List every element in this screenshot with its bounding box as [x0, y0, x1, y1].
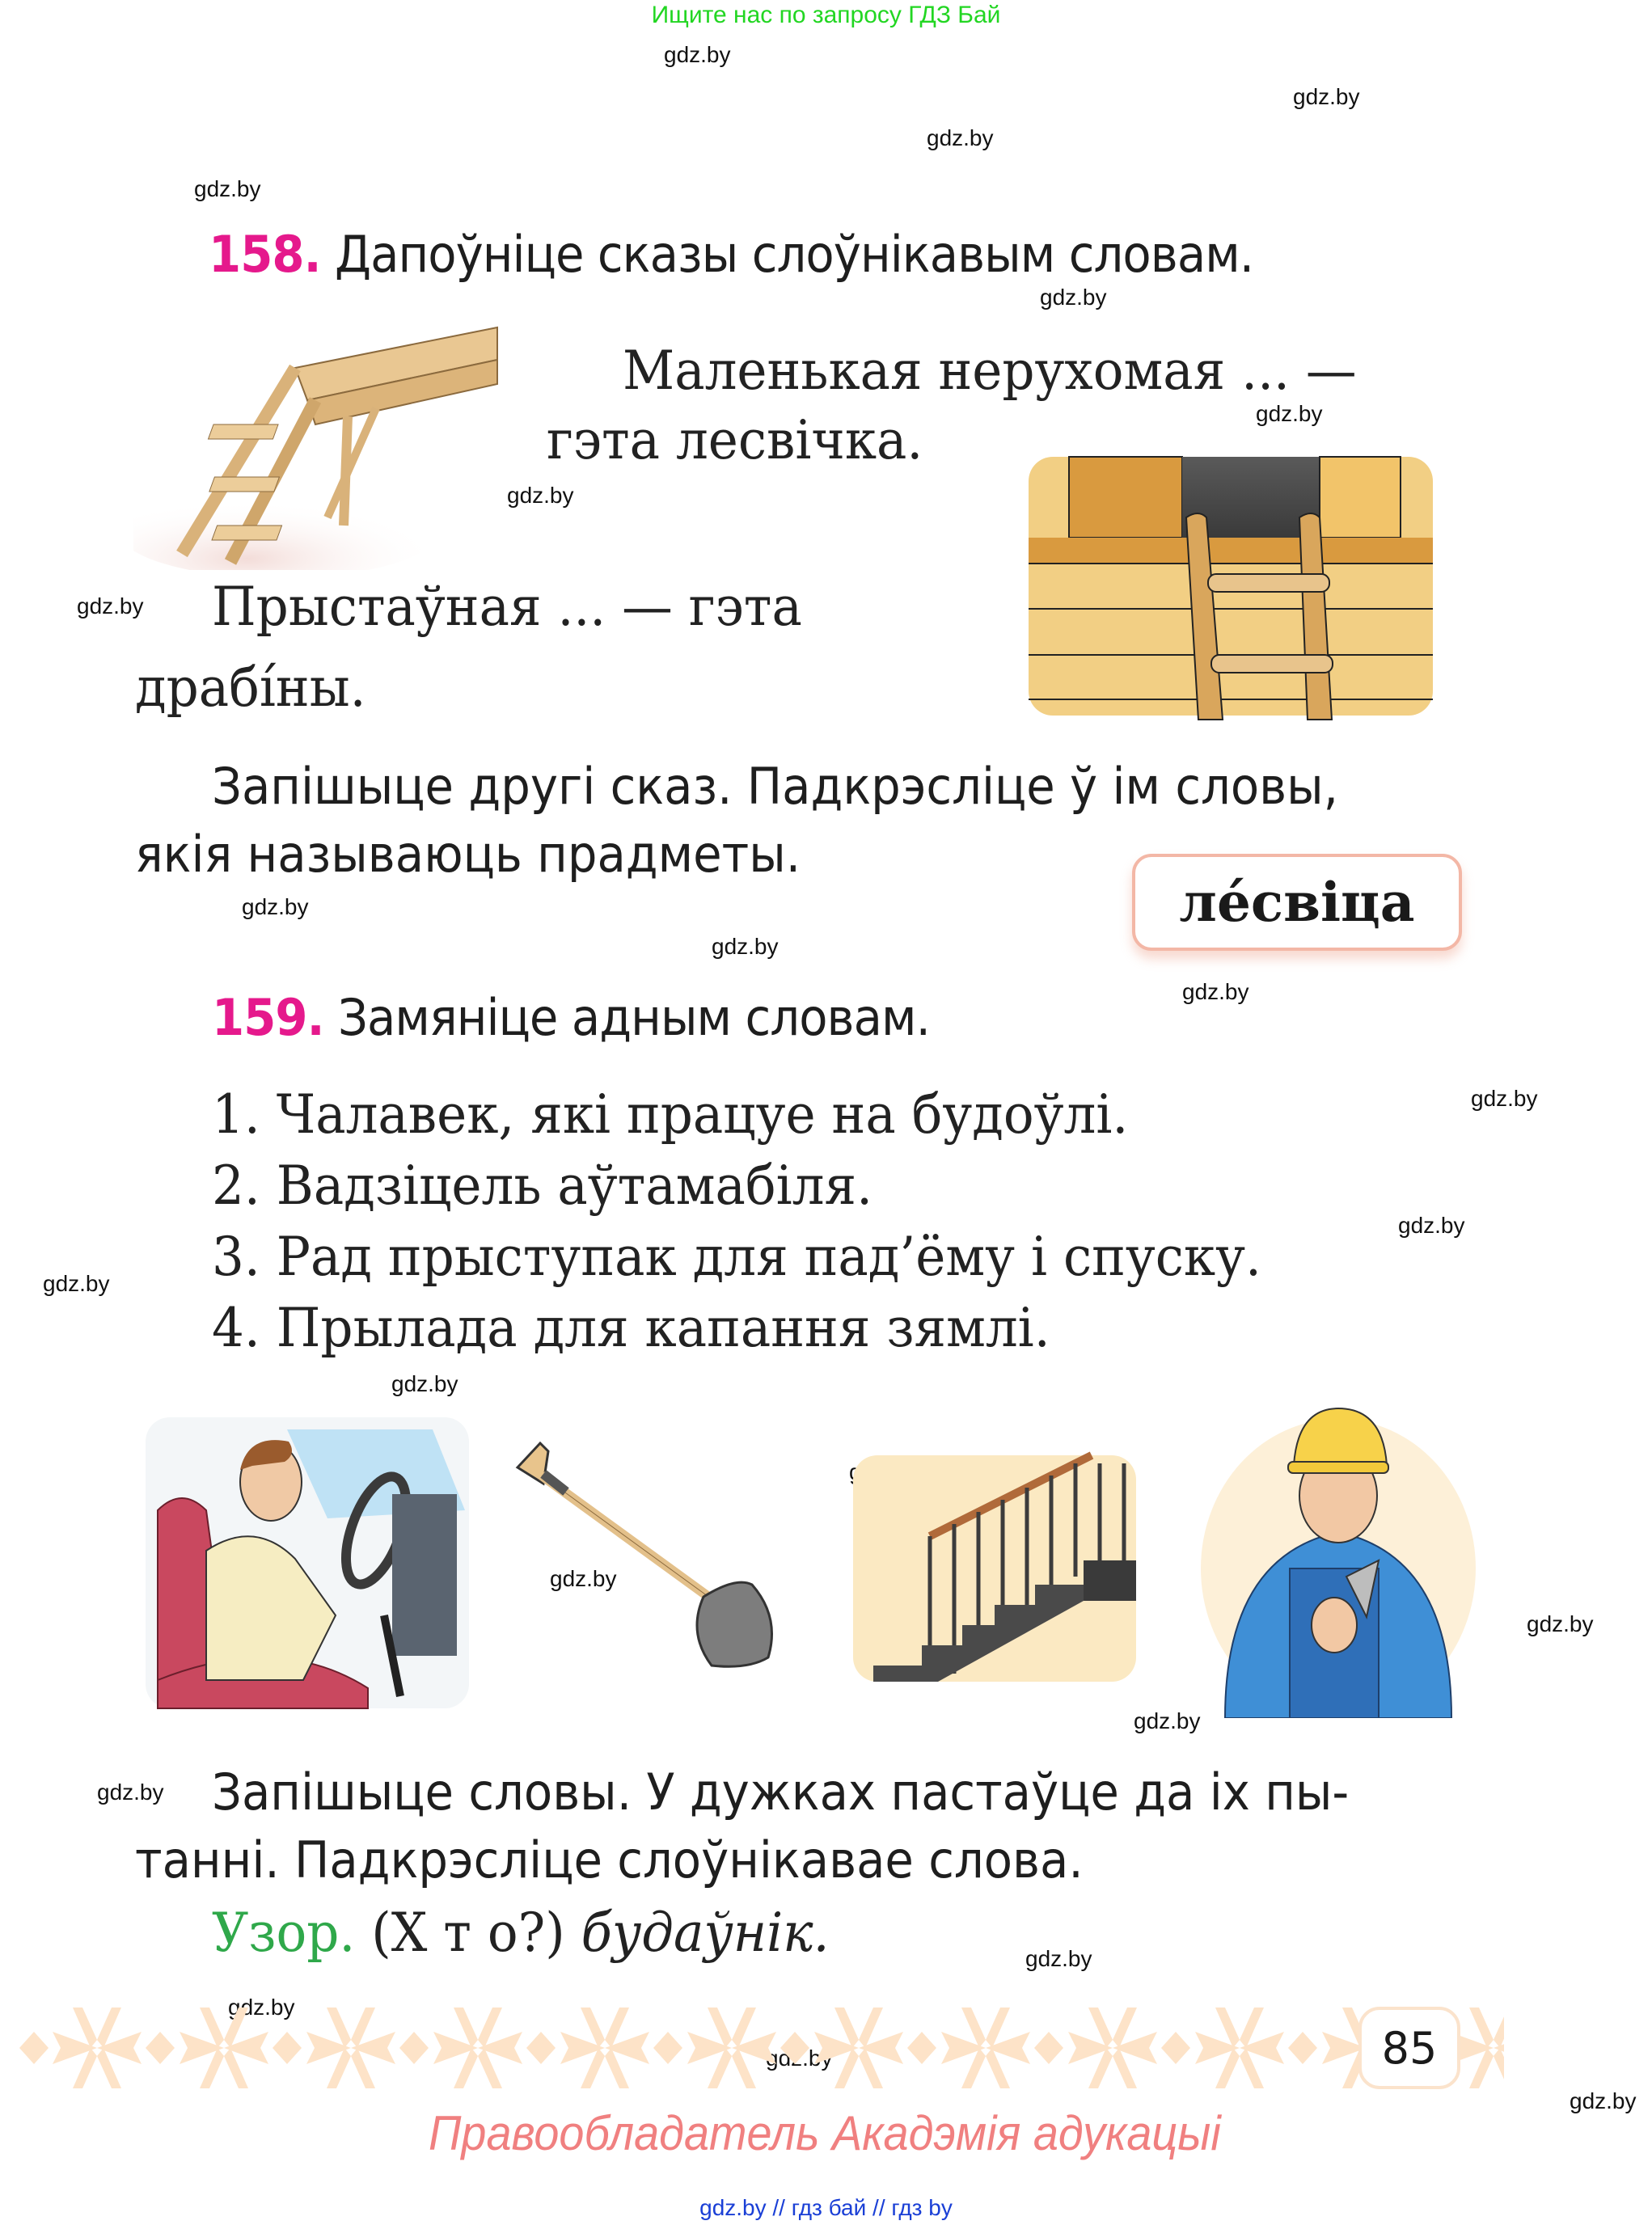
watermark-text: gdz.by [1471, 1086, 1538, 1111]
task-158-instruction-line-2: якія называюць прадметы. [135, 825, 801, 884]
task-159-instruction-line-1: Запішыце словы. У дужках пастаўце да іх … [212, 1763, 1350, 1822]
watermark-text: gdz.by [1134, 1708, 1201, 1733]
folk-ornament-border [0, 2003, 1504, 2092]
watermark-text: gdz.by [712, 934, 779, 959]
list-item-3: 3. Рад прыступак для пад’ёму і спуску. [212, 1226, 1261, 1288]
list-item-1: 1. Чалавек, які працуе на будоўлі. [212, 1083, 1129, 1146]
watermark-text: gdz.by [1182, 979, 1249, 1004]
watermark-text: gdz.by [242, 894, 309, 919]
watermark-text: gdz.by [507, 483, 574, 508]
sentence-1-line-2: гэта лесвічка. [547, 409, 923, 471]
driver-illustration [142, 1413, 473, 1712]
sentence-2-line-2: драбі́ны. [135, 657, 366, 719]
stepladder-illustration [133, 311, 513, 570]
task-instruction: Дапоўніце сказы слоўнікавым словам. [334, 225, 1254, 284]
watermark-text: gdz.by [43, 1271, 110, 1296]
watermark-text: gdz.by [97, 1780, 164, 1805]
builder-illustration [1193, 1407, 1484, 1718]
sample-word: будаўнік. [581, 1902, 830, 1964]
ornament-star-icon [53, 2008, 142, 2088]
ornament-diamond-icon [1161, 2032, 1190, 2064]
watermark-text: gdz.by [77, 593, 144, 619]
watermark-text: gdz.by [1293, 84, 1360, 109]
vocabulary-word: ле́свіца [1179, 871, 1415, 934]
watermark-text: gdz.by [1025, 1946, 1092, 1971]
watermark-text: gdz.by [1040, 285, 1107, 310]
ornament-star-icon [560, 2008, 649, 2088]
ornament-star-icon [687, 2008, 776, 2088]
ornament-diamond-icon [146, 2032, 175, 2064]
ornament-diamond-icon [273, 2032, 302, 2064]
ornament-diamond-icon [1288, 2032, 1317, 2064]
rights-holder-text: Правообладатель Акадэмія адукацыі [429, 2106, 1221, 2160]
task-number: 158. [209, 225, 321, 284]
list-item-2: 2. Вадзіцель аўтамабіля. [212, 1155, 872, 1217]
watermark-text: gdz.by [1527, 1611, 1594, 1636]
ornament-diamond-icon [1034, 2032, 1063, 2064]
watermark-text: gdz.by [550, 1566, 617, 1591]
ornament-star-icon [941, 2008, 1030, 2088]
footer-links[interactable]: gdz.by // гдз бай // гдз by [699, 2195, 953, 2220]
ornament-diamond-icon [907, 2032, 936, 2064]
ornament-star-icon [1068, 2008, 1157, 2088]
sentence-1-line-1: Маленькая нерухомая ... — [623, 340, 1357, 402]
watermark-text: gdz.by [927, 125, 994, 150]
sample-label: Узор. [212, 1902, 356, 1964]
sentence-2-line-1: Прыстаўная ... — гэта [212, 576, 802, 638]
task-159-heading: 159. Замяніце адным словам. [212, 988, 931, 1047]
watermark-text: gdz.by [1570, 2088, 1637, 2113]
watermark-text: gdz.by [1398, 1213, 1465, 1238]
task-159-instruction-line-2: танні. Падкрэсліце слоўнікавае слова. [135, 1830, 1084, 1889]
top-banner: Ищите нас по запросу ГДЗ Бай [651, 2, 1001, 28]
shovel-illustration [493, 1435, 801, 1678]
watermark-text: gdz.by [1256, 401, 1323, 426]
ornament-diamond-icon [526, 2032, 556, 2064]
ornament-diamond-icon [653, 2032, 682, 2064]
page-number-badge: 85 [1358, 2007, 1460, 2089]
sample-answer: Узор. (Х т о?) будаўнік. [212, 1902, 830, 1964]
ornament-star-icon [433, 2008, 522, 2088]
vocabulary-word-card: ле́свіца [1132, 854, 1462, 951]
ornament-star-icon [1195, 2008, 1284, 2088]
ornament-star-icon [306, 2008, 395, 2088]
watermark-text: gdz.by [194, 176, 261, 201]
list-item-4: 4. Прылада для капання зямлі. [212, 1297, 1050, 1359]
ornament-diamond-icon [399, 2032, 429, 2064]
attic-ladder-illustration [1020, 449, 1441, 724]
ornament-diamond-icon [780, 2032, 809, 2064]
watermark-text: gdz.by [664, 42, 731, 67]
task-158-instruction-line-1: Запішыце другі сказ. Падкрэсліце ў ім сл… [212, 757, 1338, 816]
watermark-text: gdz.by [391, 1371, 458, 1396]
ornament-star-icon [180, 2008, 268, 2088]
page-number: 85 [1381, 2022, 1438, 2074]
task-158-heading: 158. Дапоўніце сказы слоўнікавым словам. [209, 225, 1254, 284]
ornament-star-icon [814, 2008, 903, 2088]
staircase-illustration [849, 1439, 1140, 1690]
task-instruction: Замяніце адным словам. [337, 988, 931, 1047]
sample-question: (Х т о?) [371, 1902, 565, 1964]
task-number: 159. [212, 988, 324, 1047]
